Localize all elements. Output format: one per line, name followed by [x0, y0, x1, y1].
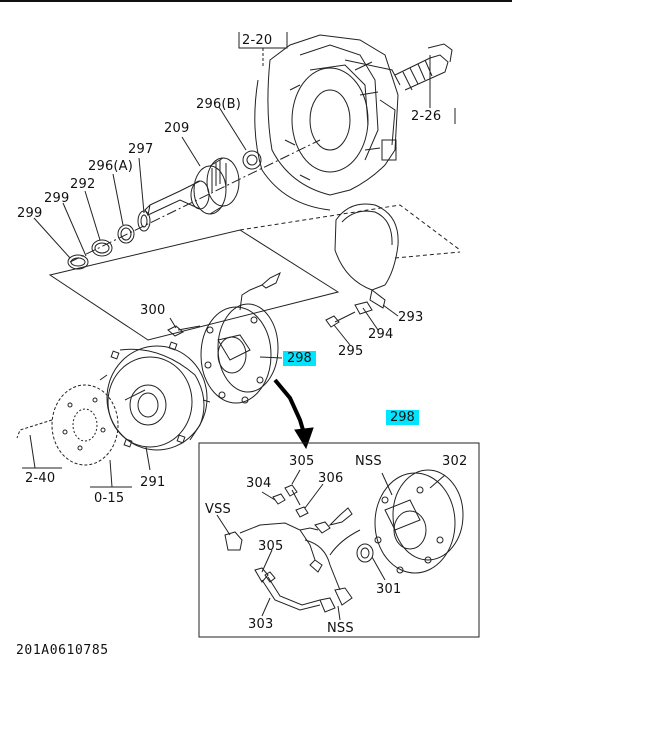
speed-sensor-harness [224, 507, 361, 613]
vss-label: VSS [205, 502, 231, 517]
diagram-code: 201A0610785 [16, 643, 109, 658]
part-label-209: 209 [164, 121, 190, 136]
part-label-303: 303 [248, 617, 274, 632]
brake-band [334, 203, 461, 309]
part-label-305-upper: 305 [289, 454, 315, 469]
part-label-292: 292 [70, 177, 96, 192]
part-label-302: 302 [442, 454, 468, 469]
part-label-291: 291 [140, 475, 166, 490]
part-label-296b: 296(B) [196, 97, 242, 112]
part-label-305-lower: 305 [258, 539, 284, 554]
part-label-306: 306 [318, 471, 344, 486]
part-label-304: 304 [246, 476, 272, 491]
part-label-297: 297 [128, 142, 154, 157]
top-rule [0, 0, 512, 2]
detail-frame [198, 442, 480, 638]
part-label-298-highlight[interactable]: 298 [283, 351, 316, 366]
ref-label-2-26[interactable]: 2-26 [411, 109, 442, 124]
ref-label-2-20[interactable]: 2-20 [242, 33, 273, 48]
part-label-295: 295 [338, 344, 364, 359]
flex-plate [16, 384, 119, 466]
oil-pump-detail [356, 469, 464, 574]
part-label-296a: 296(A) [88, 159, 134, 174]
input-shaft-assembly [67, 139, 321, 270]
part-label-300: 300 [140, 303, 166, 318]
torque-converter [99, 341, 211, 451]
part-label-301: 301 [376, 582, 402, 597]
part-label-299-upper: 299 [44, 191, 70, 206]
ref-label-2-40[interactable]: 2-40 [25, 471, 56, 486]
detail-label-298-highlight[interactable]: 298 [386, 410, 419, 425]
transmission-case [254, 34, 453, 211]
part-label-299-lower: 299 [17, 206, 43, 221]
detail-bolts [264, 484, 309, 583]
part-label-294: 294 [368, 327, 394, 342]
ref-label-0-15[interactable]: 0-15 [94, 491, 125, 506]
oil-pump-298 [200, 271, 281, 404]
part-label-293: 293 [398, 310, 424, 325]
band-bolt [325, 301, 379, 346]
nss-label-lower: NSS [327, 621, 354, 636]
pump-bolt [167, 317, 201, 337]
nss-label-upper: NSS [355, 454, 382, 469]
